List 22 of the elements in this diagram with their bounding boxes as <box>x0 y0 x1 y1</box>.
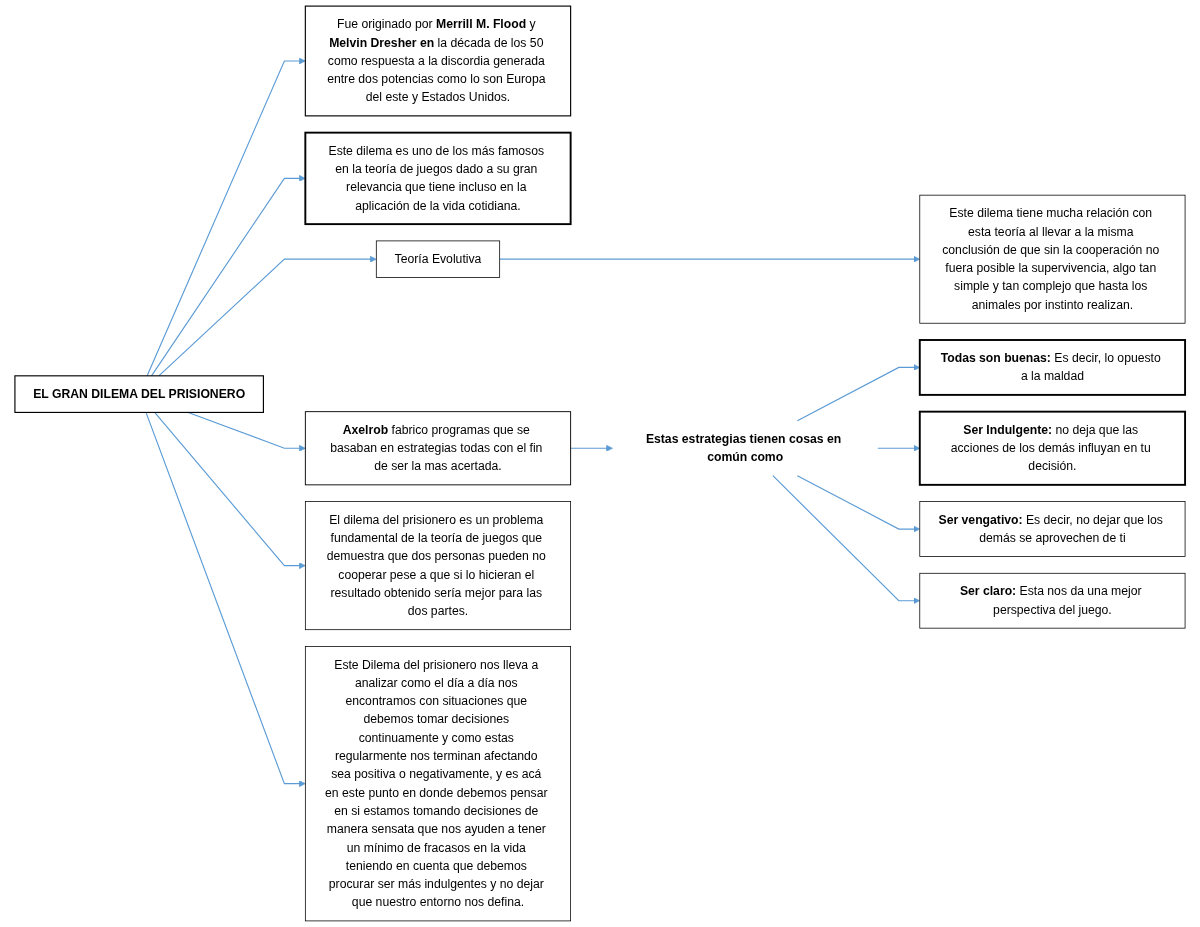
node-box: Ser claro: Esta nos da una mejor perspectiva del juego. <box>919 572 1186 629</box>
arrow <box>146 57 306 377</box>
node-box: EL GRAN DILEMA DEL PRISIONERO <box>14 375 264 413</box>
node-box: Este dilema es uno de los más famosos en la teoría de juegos dado a su gran relevancia que tiene incluso en la aplicación de la vida cotidiana. <box>304 131 572 226</box>
arrow <box>499 255 921 263</box>
node-box: Este dilema tiene mucha relación con esta teoría al llevar a la misma conclusión de que sin la cooperación no fuera posible la supervivencia, algo tan simple y tan complejo que hasta los animales por instinto realizan. <box>919 194 1186 324</box>
node-box: Fue originado por Merrill M. Flood y Melvin Dresher en la década de los 50 como respuesta a la discordia generada entre dos potencias como lo son Europa del este y Estados Unidos. <box>304 5 572 117</box>
arrow <box>158 255 377 377</box>
node-text: Estas estrategias tienen cosas en común como <box>645 432 842 464</box>
node-box: Todas son buenas: Es decir, lo opuesto a la maldad <box>918 339 1187 396</box>
arrow <box>150 175 306 377</box>
node-box: Ser vengativo: Es decir, no dejar que los demás se aprovechen de ti <box>919 501 1186 557</box>
node-box: Axelrob fabrico programas que se basaban en estrategias todas con el fin de ser la mas acertada. <box>304 411 572 486</box>
node-box: El dilema del prisionero es un problema fundamental de la teoría de juegos que demuestra que dos personas pueden no cooperar pese a que si lo hicieran el resultado obtenido sería mejor para las dos partes. <box>304 501 571 631</box>
arrow <box>145 411 306 788</box>
node-box: Este Dilema del prisionero nos lleva a analizar como el día a día nos encontramos con situaciones que debemos tomar decisiones continuamente y como estas regularmente nos terminan afectando sea positiva o negativamente, y es acá en este punto en donde debemos pensar en si estamos tomando decisiones de manera sensata que nos ayuden a tener un mínimo de fracasos en la vida teniendo en cuenta que debemos procurar ser más indulgentes y no dejar que nuestro entorno nos defina. <box>304 646 571 922</box>
arrow <box>796 475 921 533</box>
arrow <box>570 444 613 452</box>
node-box: Ser Indulgente: no deja que las acciones de los demás influyan en tu decisión. <box>918 410 1187 486</box>
node-box: Teoría Evolutiva <box>375 240 501 278</box>
arrow <box>772 475 921 605</box>
arrow <box>154 411 306 569</box>
